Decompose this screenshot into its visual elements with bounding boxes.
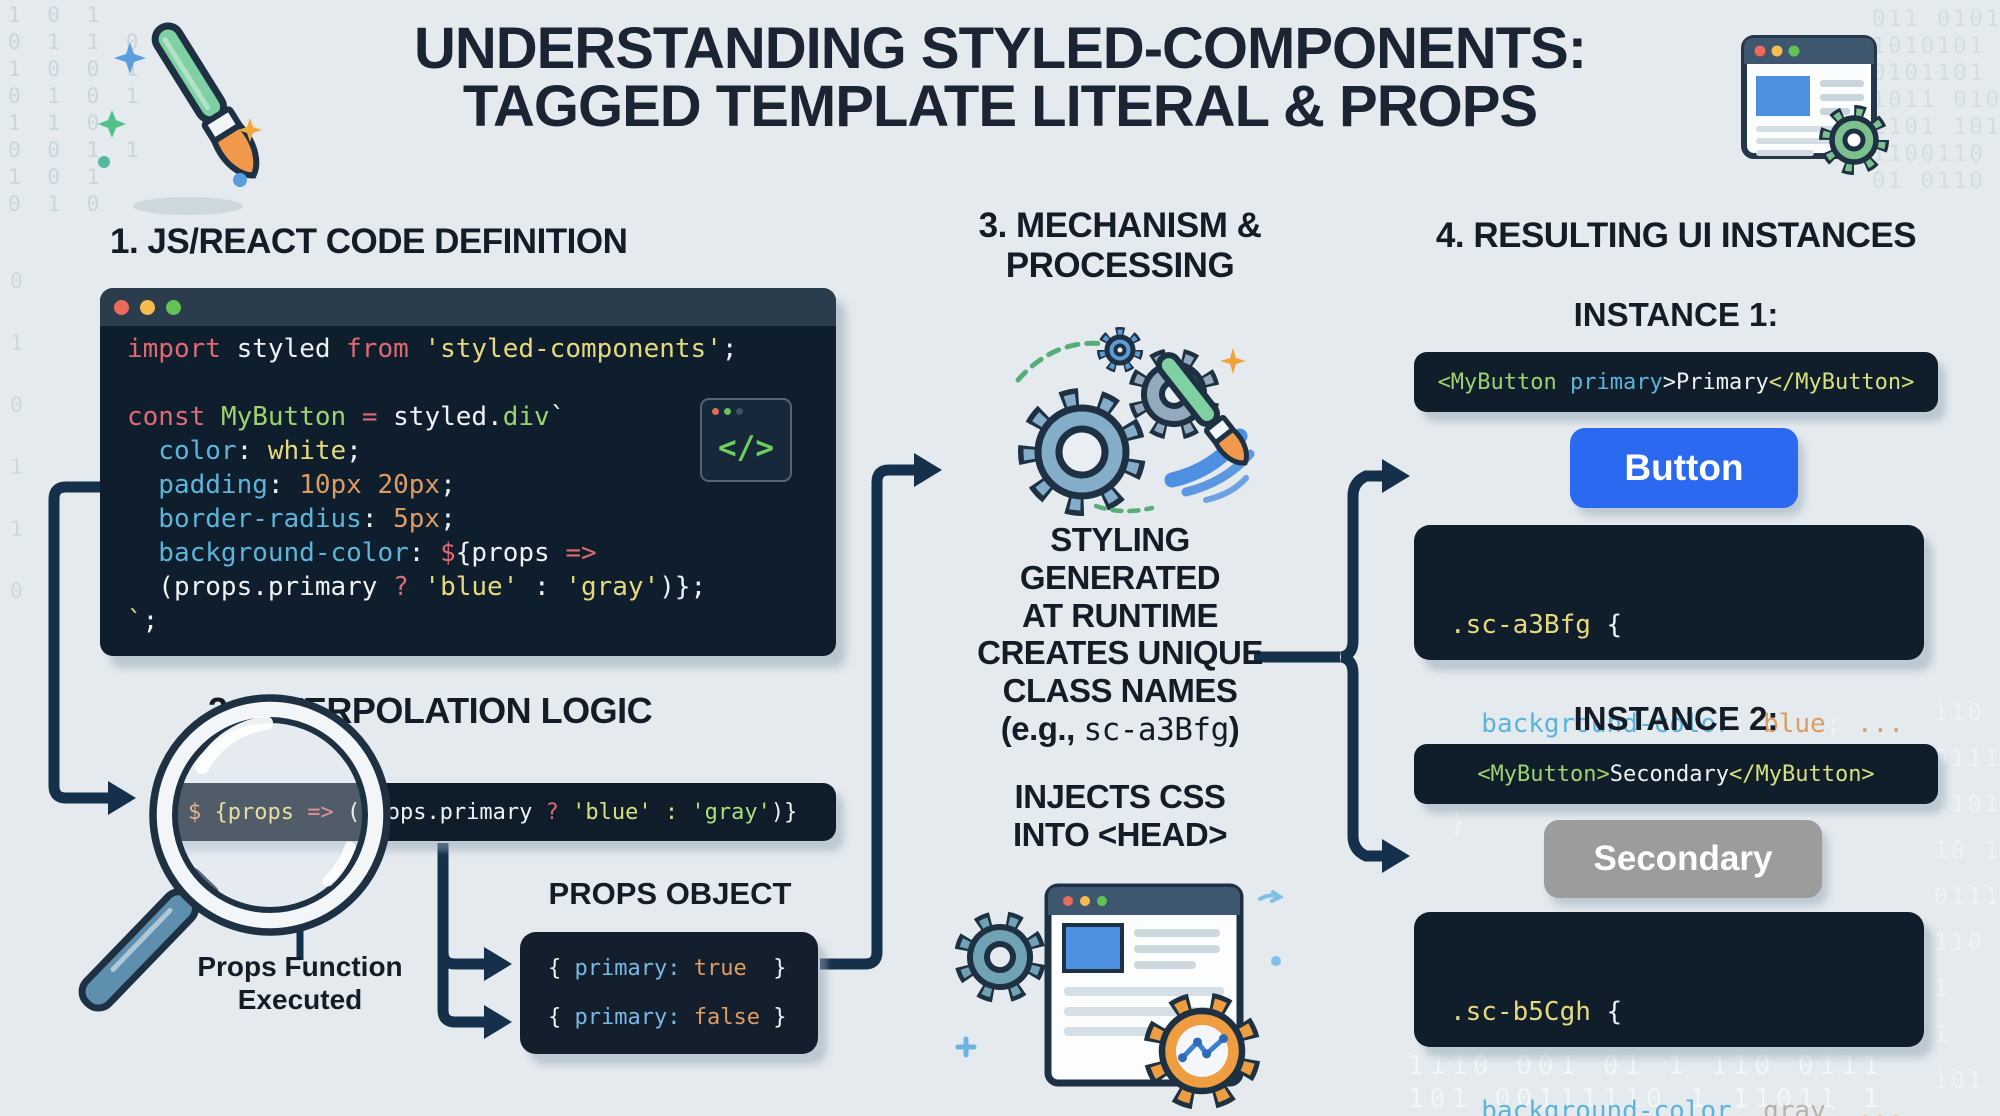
- instance1-label: INSTANCE 1:: [1573, 296, 1779, 333]
- window-dot-green-icon: [166, 300, 181, 315]
- browser-gear-icon: [1741, 35, 1889, 175]
- props-object-heading: PROPS OBJECT: [548, 876, 792, 911]
- magnifier-caption: Props Function Executed: [197, 951, 403, 1015]
- caption-injects-css: INJECTS CSS INTO <HEAD>: [1013, 778, 1227, 853]
- instance2-jsx-bar: <MyButton>Secondary</MyButton>: [1414, 744, 1938, 804]
- page-title-line2: TAGGED TEMPLATE LITERAL & PROPS: [462, 74, 1538, 139]
- caption-styling-runtime: STYLING GENERATED AT RUNTIME: [1019, 521, 1221, 634]
- primary-button[interactable]: Button: [1570, 428, 1798, 508]
- bracket-to-instance1: [1339, 470, 1384, 663]
- code-line: `;: [127, 606, 159, 636]
- code-line: import styled from 'styled-components';: [127, 334, 738, 364]
- paintbrush-icon: [98, 22, 262, 215]
- section4-heading: 4. RESULTING UI INSTANCES: [1435, 216, 1917, 255]
- code-line: border-radius: 5px;: [127, 504, 456, 534]
- caption-unique-class-names: CREATES UNIQUE CLASS NAMES (e.g., sc-a3B…: [977, 634, 1263, 748]
- code-line: color: white;: [127, 436, 362, 466]
- gears-paintbrush-icon: [1015, 327, 1255, 516]
- instance1-jsx-bar: <MyButton primary>Primary</MyButton>: [1414, 352, 1938, 412]
- window-dot-yellow-icon: [140, 300, 155, 315]
- code-line: [127, 366, 826, 400]
- arrow-code-to-interpolation: [48, 481, 108, 804]
- section3-heading: 3. MECHANISM & PROCESSING: [978, 206, 1262, 285]
- bracket-to-instance2: [1339, 651, 1384, 862]
- section1-heading: 1. JS/REACT CODE DEFINITION: [110, 222, 628, 261]
- code-line: (props.primary ? 'blue' : 'gray')};: [127, 572, 707, 602]
- instance2-css-block: .sc-b5Cgh { background-color: gray; ... …: [1414, 912, 1924, 1116]
- page-title: UNDERSTANDING STYLED-COMPONENTS: TAGGED …: [270, 20, 1730, 136]
- page-title-line1: UNDERSTANDING STYLED-COMPONENTS:: [413, 16, 1587, 81]
- arrowheads: [108, 453, 1410, 1039]
- instance2-label: INSTANCE 2:: [1573, 700, 1779, 737]
- props-object-box: { primary: true } { primary: false }: [520, 932, 818, 1054]
- interpolation-code-bar: $ {props => (props.primary ? 'blue' : 'g…: [156, 783, 836, 841]
- class-name-sample: sc-a3Bfg: [1083, 712, 1229, 748]
- props-line-false: { primary: false }: [548, 1005, 787, 1030]
- code-editor-window: import styled from 'styled-components'; …: [100, 288, 836, 656]
- gear-icon: [1819, 105, 1889, 175]
- browser-inject-icon: [954, 883, 1284, 1110]
- code-tag-icon: </>: [700, 398, 792, 482]
- arrow-bar-to-props-true: [437, 843, 486, 970]
- instance1-css-block: .sc-a3Bfg { background-color: blue; ... …: [1414, 525, 1924, 838]
- arrow-props-to-mechanism: [820, 464, 916, 970]
- code-line: background-color: ${props =>: [127, 538, 597, 568]
- code-line: const MyButton = styled.div`: [127, 402, 566, 432]
- editor-code: import styled from 'styled-components'; …: [127, 332, 826, 638]
- arrow-bar-to-props-false: [437, 843, 486, 1028]
- secondary-button[interactable]: Secondary: [1544, 820, 1822, 898]
- window-dot-red-icon: [114, 300, 129, 315]
- editor-titlebar: [100, 288, 836, 326]
- code-line: padding: 10px 20px;: [127, 470, 456, 500]
- magnifier-icon: [78, 694, 391, 1012]
- props-line-true: { primary: true }: [548, 956, 787, 981]
